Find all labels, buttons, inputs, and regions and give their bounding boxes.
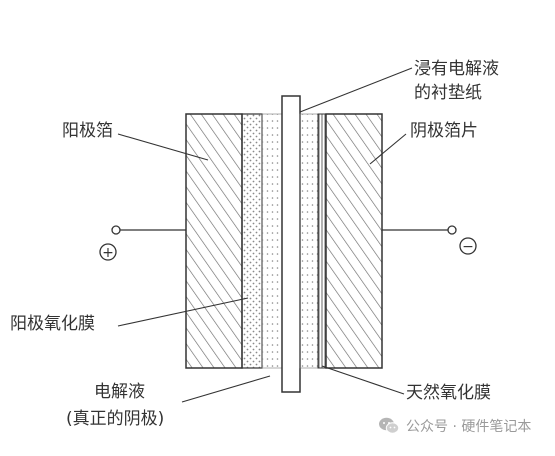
cathode-foil bbox=[325, 113, 383, 369]
separator-paper bbox=[281, 95, 301, 393]
electrolyte-layer-right bbox=[299, 113, 319, 369]
leader-anode-oxide bbox=[117, 297, 249, 327]
label-natural-oxide: 天然氧化膜 bbox=[406, 383, 491, 403]
label-cathode-foil: 阴极箔片 bbox=[410, 121, 478, 141]
wechat-icon bbox=[379, 417, 400, 434]
positive-sign: + bbox=[102, 245, 114, 261]
leader-cathode-foil bbox=[369, 133, 407, 165]
watermark-text: 公众号 · 硬件笔记本 bbox=[406, 419, 532, 435]
anode-oxide-film bbox=[241, 113, 263, 369]
label-anode-oxide: 阳极氧化膜 bbox=[10, 314, 95, 334]
label-electrolyte-note: (真正的阴极) bbox=[66, 409, 165, 429]
positive-sign-circle bbox=[99, 243, 117, 261]
label-separator: 浸有电解液 bbox=[414, 59, 499, 79]
negative-terminal bbox=[447, 225, 457, 235]
label-separator-note: 的衬垫纸 bbox=[414, 83, 482, 103]
positive-terminal bbox=[111, 225, 121, 235]
label-electrolyte: 电解液 bbox=[94, 382, 145, 402]
leader-anode-foil bbox=[117, 133, 209, 161]
negative-sign: − bbox=[462, 239, 474, 255]
leader-electrolyte bbox=[181, 375, 271, 403]
electrolyte-layer-left bbox=[261, 113, 283, 369]
anode-foil bbox=[185, 113, 243, 369]
leader-separator bbox=[299, 67, 413, 113]
watermark: 公众号 · 硬件笔记本 bbox=[378, 414, 531, 438]
label-anode-foil: 阳极箔 bbox=[62, 121, 113, 141]
negative-sign-circle bbox=[459, 237, 477, 255]
natural-oxide-film bbox=[317, 113, 327, 369]
leader-natural-oxide bbox=[321, 365, 405, 395]
